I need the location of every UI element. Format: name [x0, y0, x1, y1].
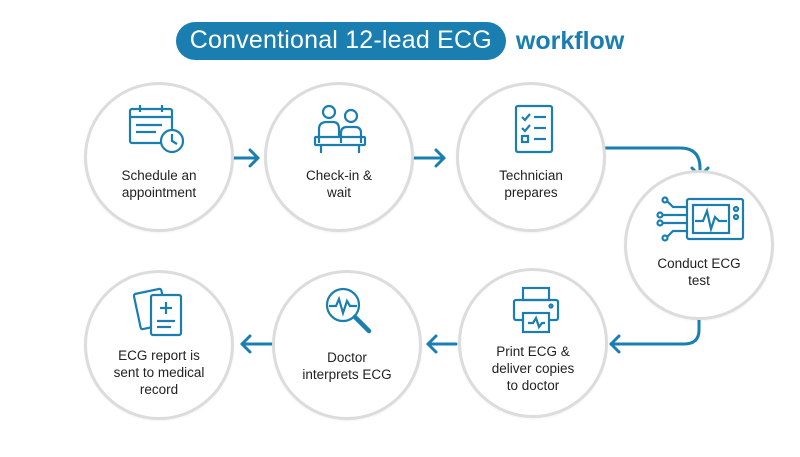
step-label: Conduct ECG test — [657, 256, 741, 288]
step-label: Print ECG & deliver copies to doctor — [491, 344, 575, 393]
ecg-monitor-icon — [656, 196, 745, 242]
step-label: Doctor interprets ECG — [302, 350, 392, 382]
arrow-4-to-5 — [609, 316, 701, 354]
arrow-2-to-3 — [411, 148, 446, 168]
step-print-deliver: Print ECG & deliver copies to doctor — [458, 268, 608, 418]
step-label: Technician prepares — [499, 168, 563, 200]
step-report-sent: ECG report is sent to medical record — [84, 270, 234, 420]
step-doctor-interprets: Doctor interprets ECG — [272, 270, 422, 420]
people-waiting-icon — [313, 104, 367, 153]
diagram-title: Conventional 12-lead ECG workflow — [0, 22, 800, 60]
step-label: ECG report is sent to medical record — [113, 348, 205, 397]
arrow-1-to-2 — [231, 148, 260, 168]
printer-icon — [512, 286, 560, 334]
step-technician-prepares: Technician prepares — [456, 82, 606, 232]
step-label: Schedule an appointment — [121, 168, 197, 200]
calendar-clock-icon — [128, 105, 185, 154]
arrow-5-to-6 — [426, 334, 458, 354]
step-check-in-wait: Check-in & wait — [264, 82, 414, 232]
title-highlight: Conventional 12-lead ECG — [175, 22, 506, 60]
title-rest: workflow — [515, 26, 625, 55]
checklist-icon — [514, 104, 554, 154]
arrow-6-to-7 — [240, 334, 274, 354]
step-label: Check-in & wait — [305, 168, 373, 200]
step-schedule-appointment: Schedule an appointment — [84, 82, 234, 232]
magnifier-ecg-icon — [325, 287, 372, 334]
medical-record-icon — [133, 287, 183, 337]
step-conduct-ecg-test: Conduct ECG test — [624, 170, 774, 320]
